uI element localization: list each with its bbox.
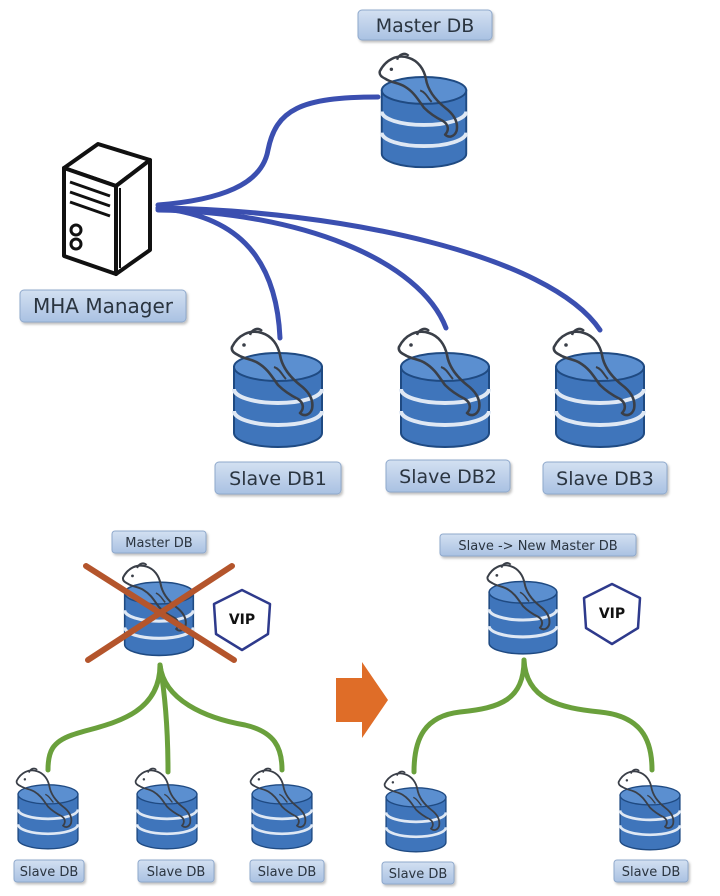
before-vip-badge: VIP	[212, 588, 272, 652]
master-db-icon	[377, 51, 469, 170]
before-slave-3-label: Slave DB	[249, 859, 325, 883]
slave-db3-label: Slave DB3	[542, 461, 668, 495]
slave-db2-icon	[396, 326, 491, 449]
failover-before: Master DB VIP Slave DB Slave DB Slave DB	[13, 530, 325, 883]
after-vip-text: VIP	[599, 606, 625, 622]
before-connections	[45, 662, 285, 775]
before-slave-2-icon	[134, 767, 199, 851]
after-slave-2-text: Slave DB	[622, 865, 681, 880]
after-slave-2-label: Slave DB	[613, 859, 689, 883]
failover-after: Slave -> New Master DB VIP Slave DB Slav…	[381, 533, 689, 885]
before-master-label-text: Master DB	[125, 536, 192, 551]
before-slave-3-icon	[249, 767, 314, 851]
link-to-slave-2	[155, 207, 449, 331]
after-slave-2-icon	[617, 768, 682, 852]
after-slave-1-label: Slave DB	[381, 861, 455, 885]
mha-manager-label-text: MHA Manager	[33, 294, 174, 318]
before-vip-text: VIP	[229, 612, 255, 628]
after-master-label: Slave -> New Master DB	[439, 533, 637, 557]
slave-db2-label: Slave DB2	[385, 459, 511, 493]
slave-db2-label-text: Slave DB2	[399, 466, 497, 488]
slave-db1-label-text: Slave DB1	[229, 468, 327, 490]
before-slave-1-text: Slave DB	[20, 865, 79, 880]
before-slave-1-icon	[15, 767, 80, 851]
vip-shield-icon	[582, 582, 642, 646]
master-db-label-text: Master DB	[376, 15, 475, 37]
failed-cross-icon	[83, 563, 237, 663]
transition-arrow-icon	[336, 662, 388, 738]
after-link-right	[521, 657, 655, 773]
after-connections	[411, 657, 655, 775]
before-slave-2-label: Slave DB	[137, 859, 215, 883]
new-master-db-icon	[485, 561, 559, 656]
slave-db1-label: Slave DB1	[214, 461, 342, 495]
before-slave-3-text: Slave DB	[258, 865, 317, 880]
manager-connections	[155, 94, 603, 341]
before-slave-1-label: Slave DB	[13, 859, 85, 883]
link-to-master	[155, 94, 381, 208]
mha-manager-label: MHA Manager	[19, 289, 187, 323]
before-link-right	[157, 662, 285, 773]
before-link-left	[45, 662, 163, 773]
vip-shield-icon	[212, 588, 272, 652]
after-slave-1-icon	[383, 770, 448, 854]
link-to-slave-3	[155, 205, 603, 333]
after-slave-1-text: Slave DB	[389, 867, 448, 882]
before-slave-2-text: Slave DB	[147, 865, 206, 880]
slave-db1-icon	[229, 326, 324, 449]
before-master-label: Master DB	[111, 530, 207, 554]
after-master-label-text: Slave -> New Master DB	[458, 539, 617, 554]
after-link-left	[411, 657, 527, 775]
master-db-label: Master DB	[357, 9, 493, 41]
slave-db3-label-text: Slave DB3	[556, 468, 654, 490]
top-section: Master DB MHA Manager Slave DB1 Slave DB…	[19, 9, 668, 495]
server-icon	[62, 142, 152, 276]
after-vip-badge: VIP	[582, 582, 642, 646]
slave-db3-icon	[551, 326, 646, 449]
